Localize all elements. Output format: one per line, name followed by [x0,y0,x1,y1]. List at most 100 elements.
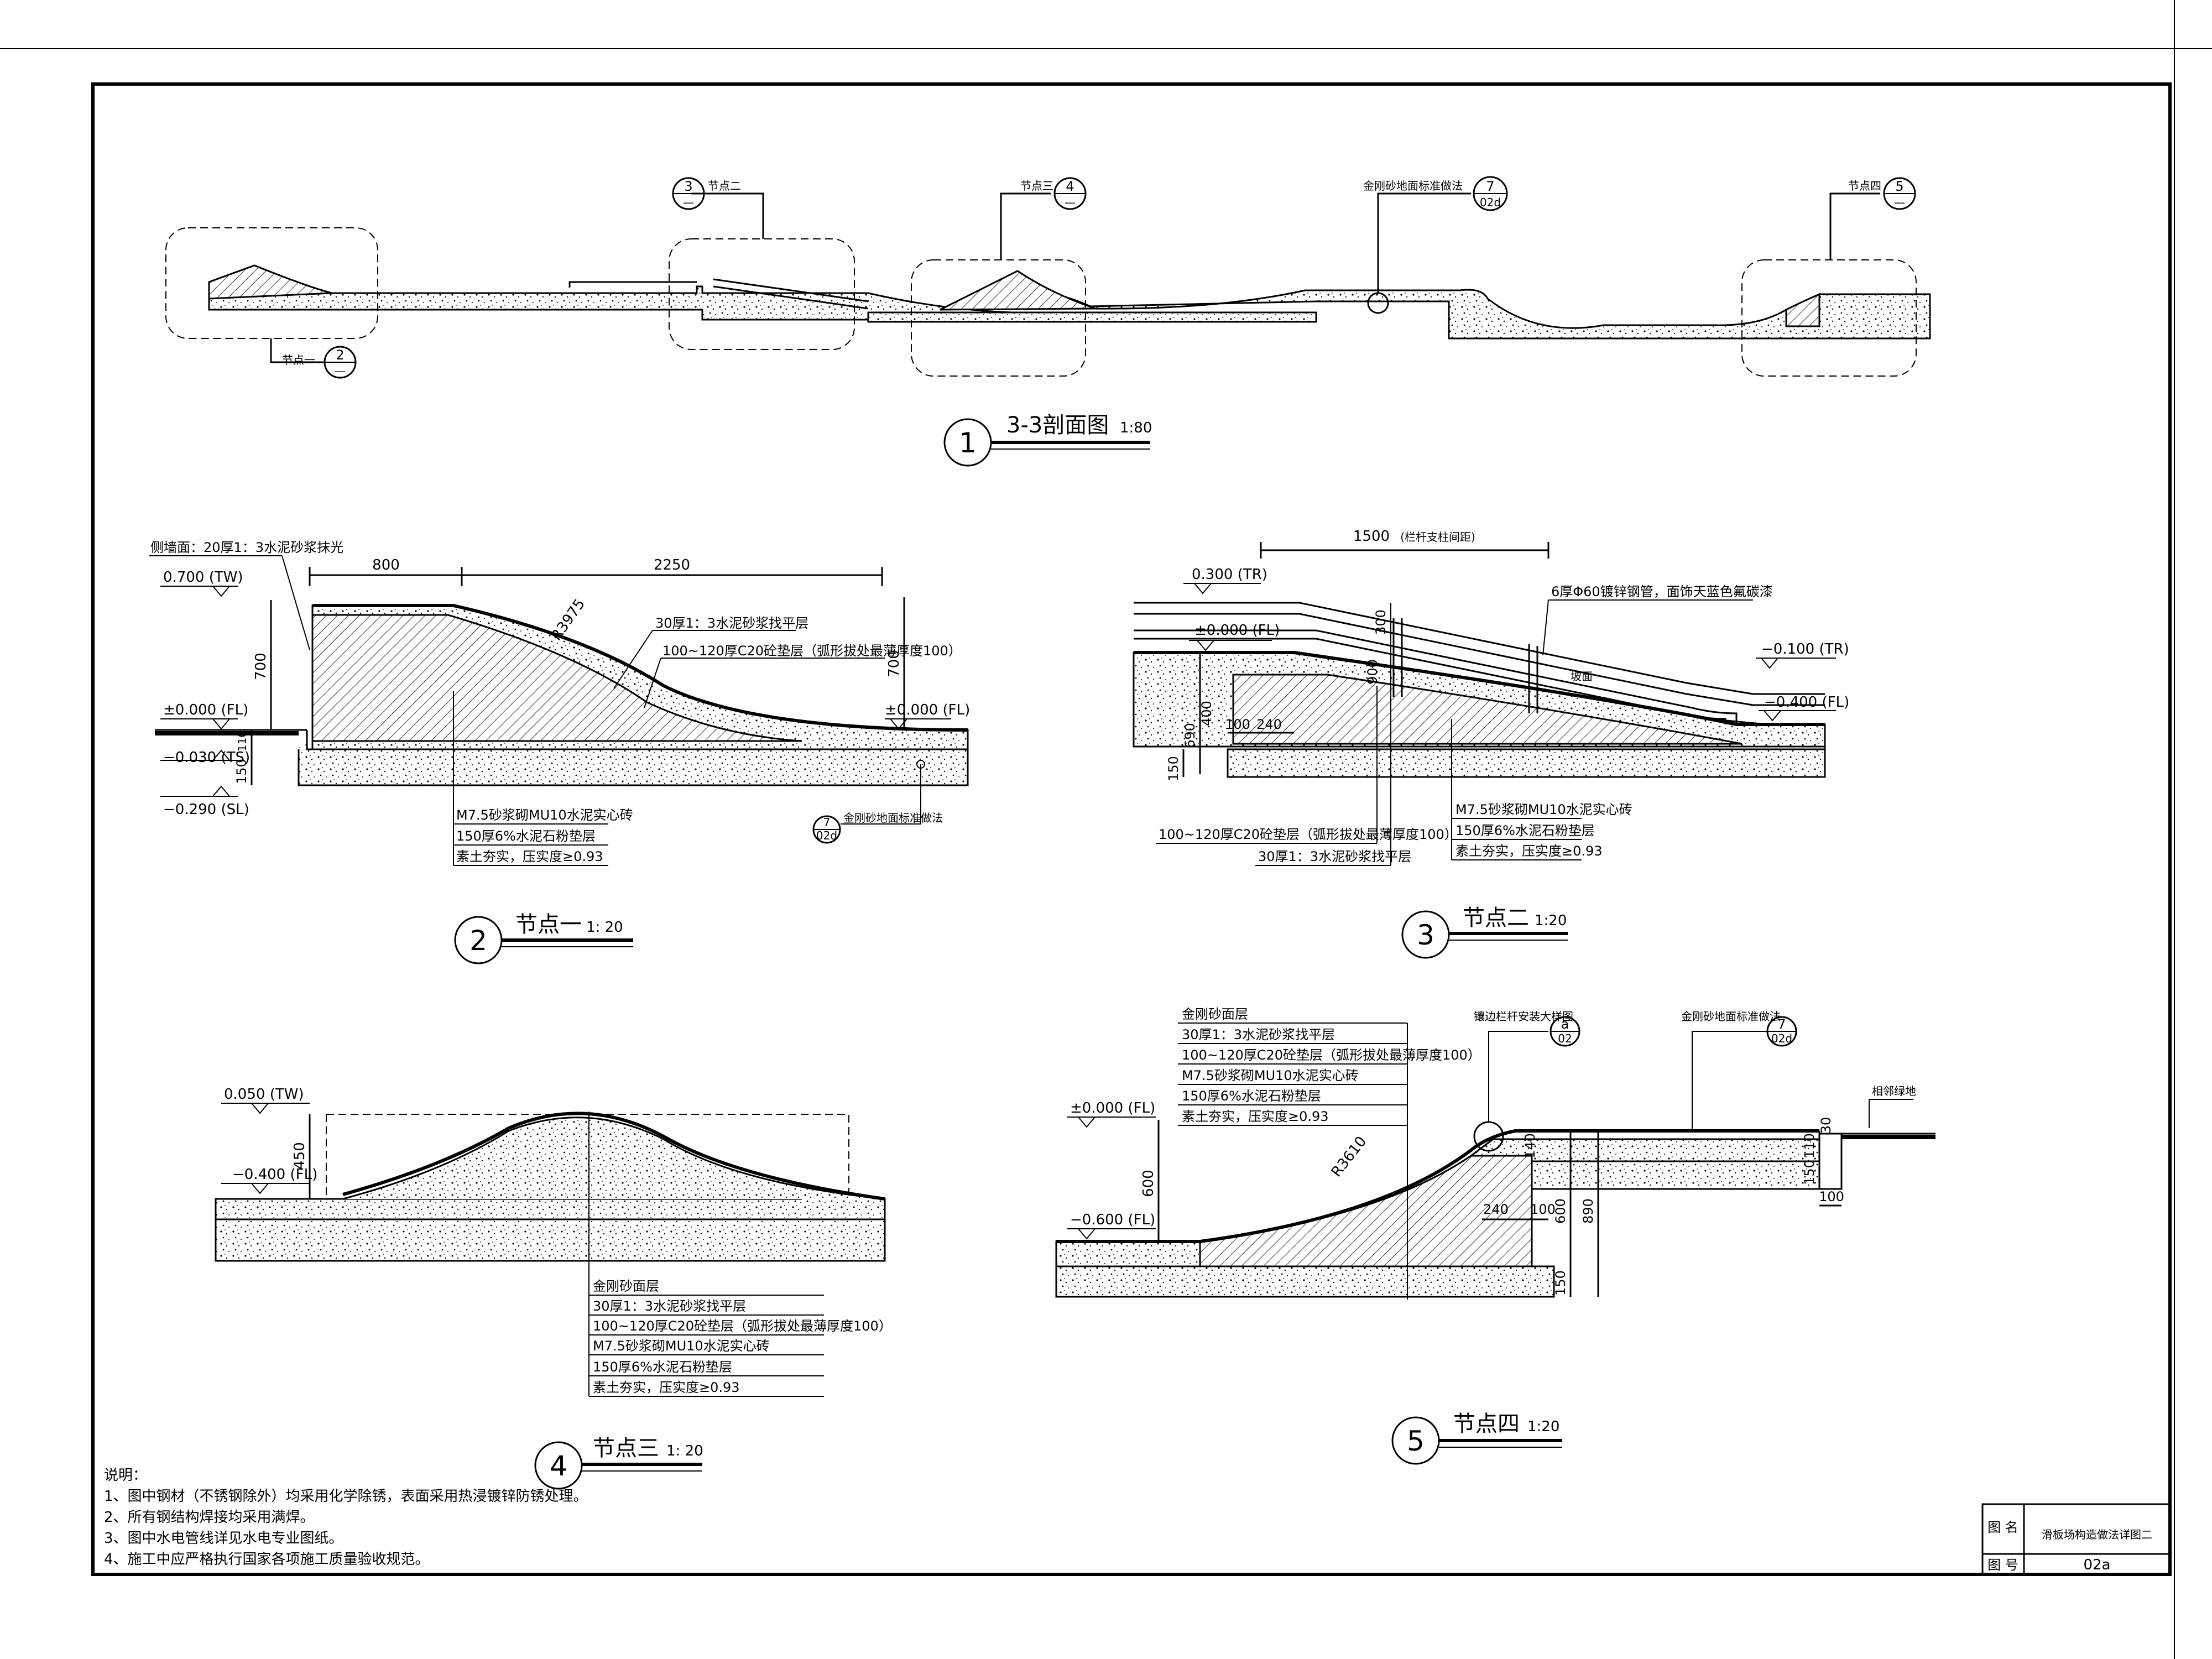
dim-150: 150 [1166,756,1181,781]
note-cement-stone: 150厚6%水泥石粉垫层 [1455,823,1595,838]
callout-box-node4 [1741,259,1917,377]
node1-detail: 800 2250 700 700 150 110 R3975 0.700 (TW… [149,540,970,964]
ref-num: a [1561,1016,1569,1032]
level-markers: 0.700 (TW) ±0.000 (FL) −0.030 (TS) −0.29… [160,569,970,818]
callout-box-node2 [669,238,855,350]
dim-600: 600 [1553,1198,1568,1224]
callout-node3[interactable]: 节点三 4 — [1020,177,1087,210]
dim-110: 110 [1802,1133,1817,1159]
dim-1500: 1500 [1353,528,1390,545]
ref-sub: 02d [816,829,837,842]
radius-label: R3975 [548,596,588,644]
adjacent-green-label: 相邻绿地 [1872,1084,1916,1098]
ref-detail7-node1[interactable]: 7 02d 金刚砂地面标准做法 [812,811,943,844]
ref-num: 7 [1777,1016,1786,1032]
level-markers: 0.050 (TW) −0.400 (FL) [221,1086,317,1194]
dim-690: 690 [1182,723,1198,748]
note-brick: M7.5砂浆砌MU10水泥实心砖 [593,1338,770,1354]
note-brick: M7.5砂浆砌MU10水泥实心砖 [456,807,633,823]
level-tw: 0.700 (TW) [163,569,243,586]
callout-detail7[interactable]: 金刚砂地面标准做法 7 02d [1363,176,1508,211]
dim-100: 100 [1530,1202,1556,1217]
dim-400: 400 [1199,701,1214,726]
note-leveling: 30厚1：3水泥砂浆找平层 [1258,849,1411,864]
dim-150: 150 [234,759,249,784]
dim-600-left: 600 [1140,1170,1157,1197]
drawing-number-label: 图 号 [1987,1557,2018,1573]
drawing-border [91,82,2172,1576]
callout-box-node3 [911,259,1086,377]
node4-scale: 1:20 [1527,1418,1559,1435]
callout-num: 5 [1895,179,1903,194]
callout-num: 3 [684,179,692,194]
note-soil: 素土夯实，压实度≥0.93 [456,849,603,864]
dim-100: 100 [1225,717,1250,732]
callout-label: 金刚砂地面标准做法 [1363,179,1463,192]
note-leveling: 30厚1：3水泥砂浆找平层 [655,615,808,631]
title-number: 4 [550,1450,567,1482]
node1-title: 节点一 [515,912,582,937]
note-rail: 6厚Φ60镀锌钢管，面饰天蓝色氟碳漆 [1551,584,1773,599]
dim-100-right: 100 [1819,1189,1844,1204]
level-fl: −0.400 (FL) [232,1166,317,1183]
level-fl-low: −0.600 (FL) [1070,1212,1155,1228]
callout-num: 7 [1486,179,1494,194]
dim-890: 890 [1580,1198,1596,1224]
ref-label: 金刚砂地面标准做法 [1681,1010,1781,1023]
callout-node4[interactable]: 节点四 5 — [1848,177,1916,210]
level-fl-right: ±0.000 (FL) [885,702,970,718]
ref-sub: 02d [1771,1032,1792,1045]
dim-300: 300 [1373,609,1389,635]
level-fl: ±0.000 (FL) [1194,622,1280,639]
dim-30: 30 [1818,1117,1834,1134]
dim-2250: 2250 [654,557,690,573]
callout-sub: 02d [1480,196,1501,209]
note-concrete: 100~120厚C20砼垫层（弧形拔处最薄厚度100） [593,1318,892,1334]
ref-detail-a[interactable]: a 02 镶边栏杆安装大样图 [1474,1010,1580,1047]
node3-scale: 1: 20 [666,1443,703,1459]
dim-140: 140 [1522,1133,1538,1159]
level-tw: 0.050 (TW) [224,1086,304,1103]
callout-node2[interactable]: 节点二 3 — [672,177,741,210]
ref-num: 7 [823,816,831,829]
note-cement-stone: 150厚6%水泥石粉垫层 [593,1359,732,1375]
dim-700-left: 700 [253,653,269,680]
note-soil: 素土夯实，压实度≥0.93 [593,1380,740,1395]
dim-900: 900 [1365,659,1380,685]
dim-150: 150 [1553,1270,1568,1296]
node3-title-block: 4 节点三 1: 20 [534,1436,703,1490]
dim-800: 800 [372,557,400,573]
note-soil: 素土夯实，压实度≥0.93 [1455,843,1603,859]
note-leveling: 30厚1：3水泥砂浆找平层 [593,1298,746,1314]
dim-240: 240 [1483,1202,1509,1217]
node2-title-block: 3 节点二 1:20 [1401,905,1568,959]
dim-1500-note: (栏杆支柱间距) [1400,530,1475,544]
notes-heading: 说明： [104,1467,147,1484]
callout-sub: — [335,364,346,378]
note-surface: 金刚砂面层 [593,1279,659,1294]
callout-sub: — [1065,196,1076,209]
level-sl: −0.290 (SL) [163,801,249,818]
drawing-number-value: 02a [2083,1557,2110,1573]
overview-section: 节点一 2 — 节点二 3 — 节点三 4 — 金刚砂地面标准做法 7 02d … [165,176,1931,467]
level-markers: ±0.000 (FL) −0.600 (FL) [1067,1100,1156,1240]
ref-detail7-node4[interactable]: 7 02d 金刚砂地面标准做法 [1681,1010,1797,1047]
title-number: 1 [959,427,977,459]
callout-node1[interactable]: 节点一 2 — [282,346,357,379]
level-tr: 0.300 (TR) [1192,566,1267,583]
note-cement-stone: 150厚6%水泥石粉垫层 [1182,1088,1321,1104]
note-item-3: 3、图中水电管线详见水电专业图纸。 [104,1530,343,1547]
drawing-name-label: 图 名 [1987,1520,2018,1535]
level-fl-low: −0.400 (FL) [1764,694,1849,711]
dim-240: 240 [1256,717,1282,732]
callout-sub: — [1894,196,1905,209]
note-brick: M7.5砂浆砌MU10水泥实心砖 [1455,802,1632,817]
dim-450: 450 [291,1142,308,1170]
overview-title: 3-3剖面图 [1006,413,1109,438]
note-concrete: 100~120厚C20砼垫层（弧形拔处最薄厚度100） [662,643,962,659]
level-fl: ±0.000 (FL) [1070,1100,1155,1117]
level-ts: −0.030 (TS) [163,749,250,766]
note-cement-stone: 150厚6%水泥石粉垫层 [456,828,596,844]
node2-detail: 1500 (栏杆支柱间距) 300 900 690 400 150 100 24… [1133,528,1849,959]
